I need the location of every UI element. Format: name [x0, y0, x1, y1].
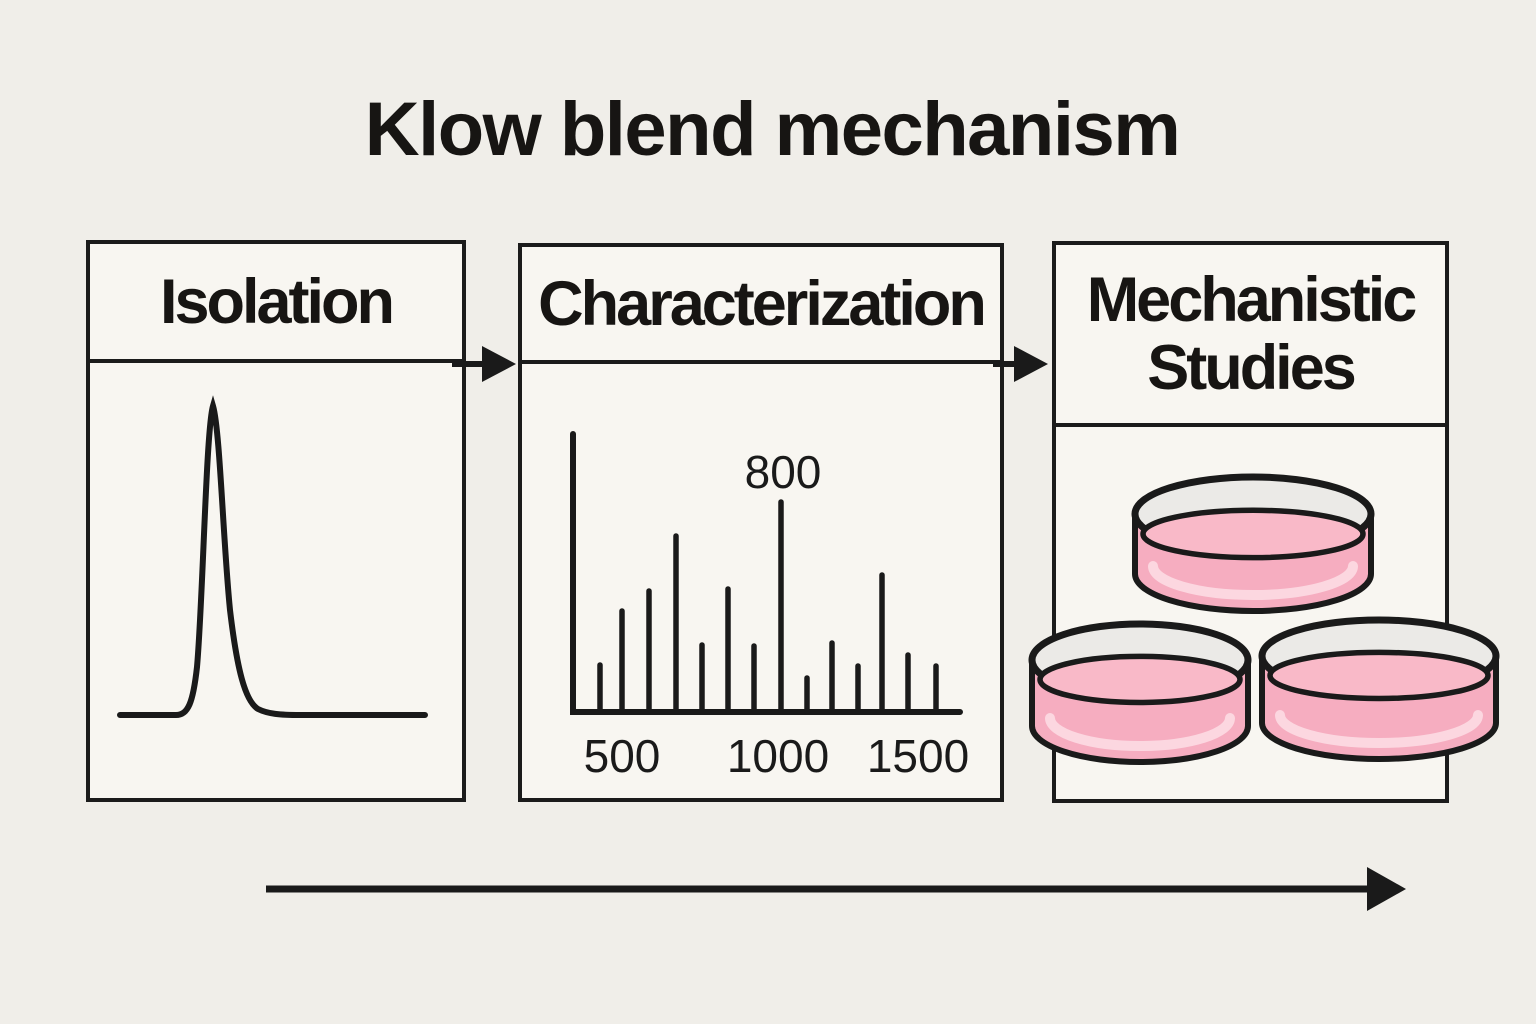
timeline-arrow: [266, 867, 1406, 911]
step-label-isolation: Isolation: [90, 244, 462, 363]
arrowhead-icon: [1367, 867, 1406, 911]
diagram-title: Klow blend mechanism: [364, 87, 1181, 172]
step-box-isolation: Isolation: [86, 240, 466, 802]
arrowhead-icon: [1014, 346, 1048, 382]
step-box-mechanistic-studies: Mechanistic Studies: [1052, 241, 1449, 803]
arrowhead-icon: [482, 346, 516, 382]
step-label-characterization: Characterization: [522, 247, 1000, 364]
step-label-mechanistic-studies: Mechanistic Studies: [1056, 245, 1445, 427]
step-box-characterization: Characterization: [518, 243, 1004, 802]
